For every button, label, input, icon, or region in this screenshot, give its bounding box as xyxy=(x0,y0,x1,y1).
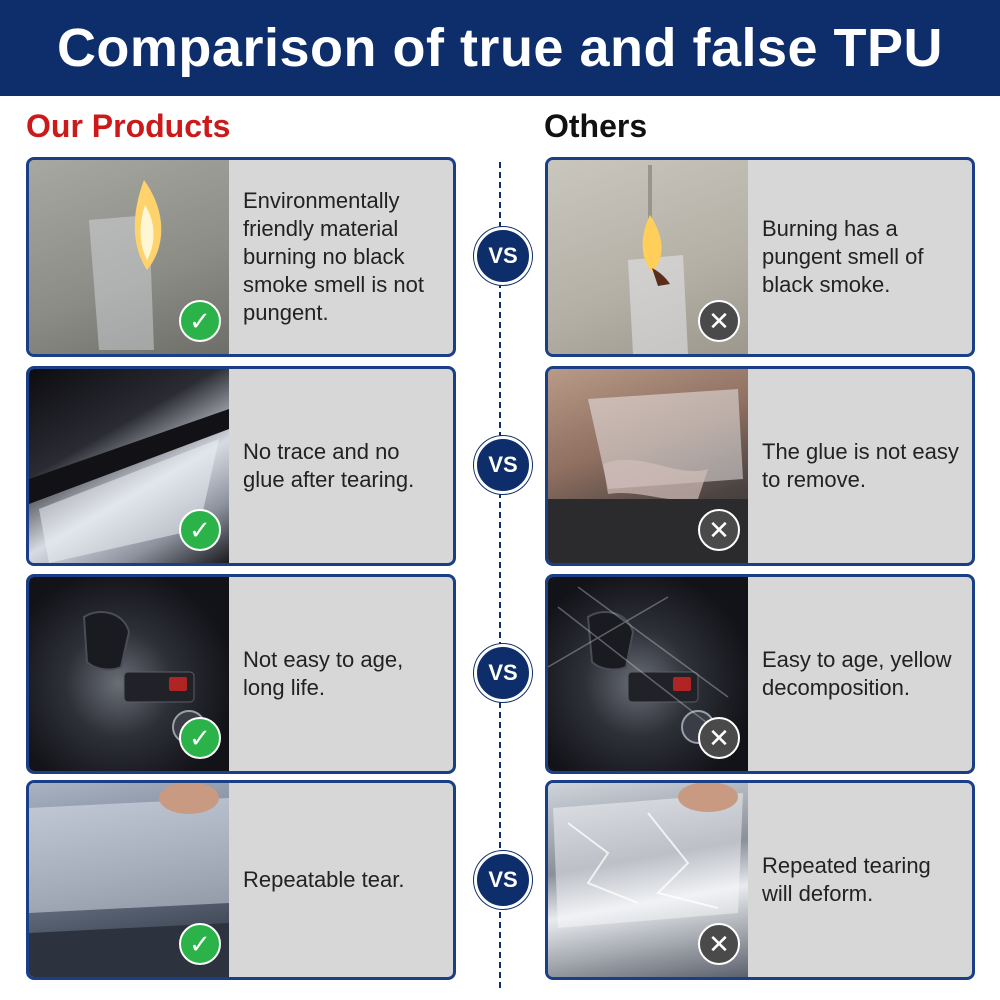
check-icon: ✓ xyxy=(179,509,221,551)
vs-badge-4: VS xyxy=(474,851,532,909)
our-aging-photo: ✓ xyxy=(29,577,229,771)
other-burning-text: Burning has a pungent smell of black smo… xyxy=(762,216,924,297)
other-tearing-photo: ✕ xyxy=(548,369,748,563)
check-icon: ✓ xyxy=(179,923,221,965)
vs-badge-2: VS xyxy=(474,436,532,494)
check-icon: ✓ xyxy=(179,300,221,342)
our-burning-photo: ✓ xyxy=(29,160,229,354)
dashed-divider xyxy=(499,162,501,988)
our-card-aging: ✓ Not easy to age, long life. xyxy=(26,574,456,774)
cross-icon: ✕ xyxy=(698,923,740,965)
page-title: Comparison of true and false TPU xyxy=(56,18,944,78)
our-card-tearing: ✓ No trace and no glue after tearing. xyxy=(26,366,456,566)
our-burning-text: Environmentally friendly material burnin… xyxy=(243,188,424,325)
vs-badge-1: VS xyxy=(474,227,532,285)
our-tearing-text: No trace and no glue after tearing. xyxy=(243,439,415,492)
title-banner: Comparison of true and false TPU xyxy=(0,0,1000,96)
other-repeat-photo: ✕ xyxy=(548,783,748,977)
other-aging-text: Easy to age, yellow decomposition. xyxy=(762,647,952,700)
our-tearing-photo: ✓ xyxy=(29,369,229,563)
our-products-heading: Our Products xyxy=(26,108,231,144)
other-repeat-text: Repeated tearing will deform. xyxy=(762,853,931,906)
other-burning-photo: ✕ xyxy=(548,160,748,354)
others-heading: Others xyxy=(544,108,648,144)
our-repeat-text: Repeatable tear. xyxy=(243,867,405,892)
other-card-burning: ✕ Burning has a pungent smell of black s… xyxy=(545,157,975,357)
cross-icon: ✕ xyxy=(698,509,740,551)
cross-icon: ✕ xyxy=(698,300,740,342)
cross-icon: ✕ xyxy=(698,717,740,759)
vs-badge-3: VS xyxy=(474,644,532,702)
our-repeat-photo: ✓ xyxy=(29,783,229,977)
other-card-repeat: ✕ Repeated tearing will deform. xyxy=(545,780,975,980)
our-card-repeat: ✓ Repeatable tear. xyxy=(26,780,456,980)
other-card-aging: ✕ Easy to age, yellow decomposition. xyxy=(545,574,975,774)
other-card-tearing: ✕ The glue is not easy to remove. xyxy=(545,366,975,566)
other-tearing-text: The glue is not easy to remove. xyxy=(762,439,959,492)
our-card-burning: ✓ Environmentally friendly material burn… xyxy=(26,157,456,357)
our-aging-text: Not easy to age, long life. xyxy=(243,647,404,700)
other-aging-photo: ✕ xyxy=(548,577,748,771)
check-icon: ✓ xyxy=(179,717,221,759)
